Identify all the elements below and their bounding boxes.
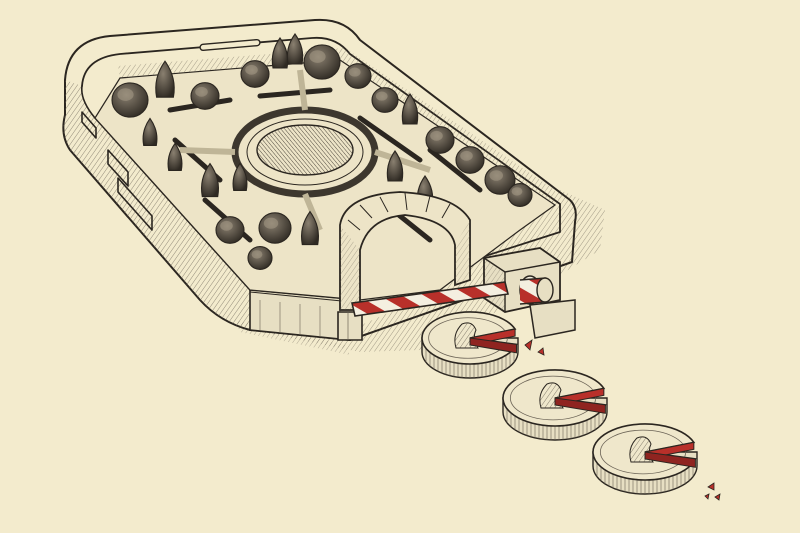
tree-icon (303, 44, 341, 80)
tree-icon (386, 150, 404, 182)
toll-barrier-icon (351, 247, 576, 339)
tree-icon (200, 162, 220, 198)
tree-icon (258, 212, 292, 244)
tree-icon (247, 246, 273, 270)
tree-icon (344, 63, 372, 89)
tree-icon (142, 117, 158, 146)
tree-icon (190, 82, 220, 110)
tree-icon (455, 146, 485, 174)
tree-icon (240, 60, 270, 88)
tree-icon (286, 33, 304, 65)
coin-icon (502, 369, 608, 441)
tree-icon (300, 210, 320, 246)
tree-icon (401, 93, 419, 125)
coin-fragments (524, 339, 721, 501)
tree-icon (371, 87, 399, 113)
tree-icon (232, 162, 248, 191)
archway-icon (337, 191, 471, 341)
tree-icon (215, 216, 245, 244)
coin-icon (592, 423, 698, 495)
tree-icon (111, 82, 149, 118)
tree-icon (425, 126, 455, 154)
tree-icon (167, 142, 183, 171)
garden-trees (111, 33, 533, 270)
garden-icon (94, 33, 557, 301)
coins-trail (421, 311, 698, 495)
tree-icon (155, 60, 175, 98)
tree-icon (484, 165, 516, 195)
coin-icon (421, 311, 519, 379)
tree-icon (271, 37, 289, 69)
tree-icon (507, 183, 533, 207)
